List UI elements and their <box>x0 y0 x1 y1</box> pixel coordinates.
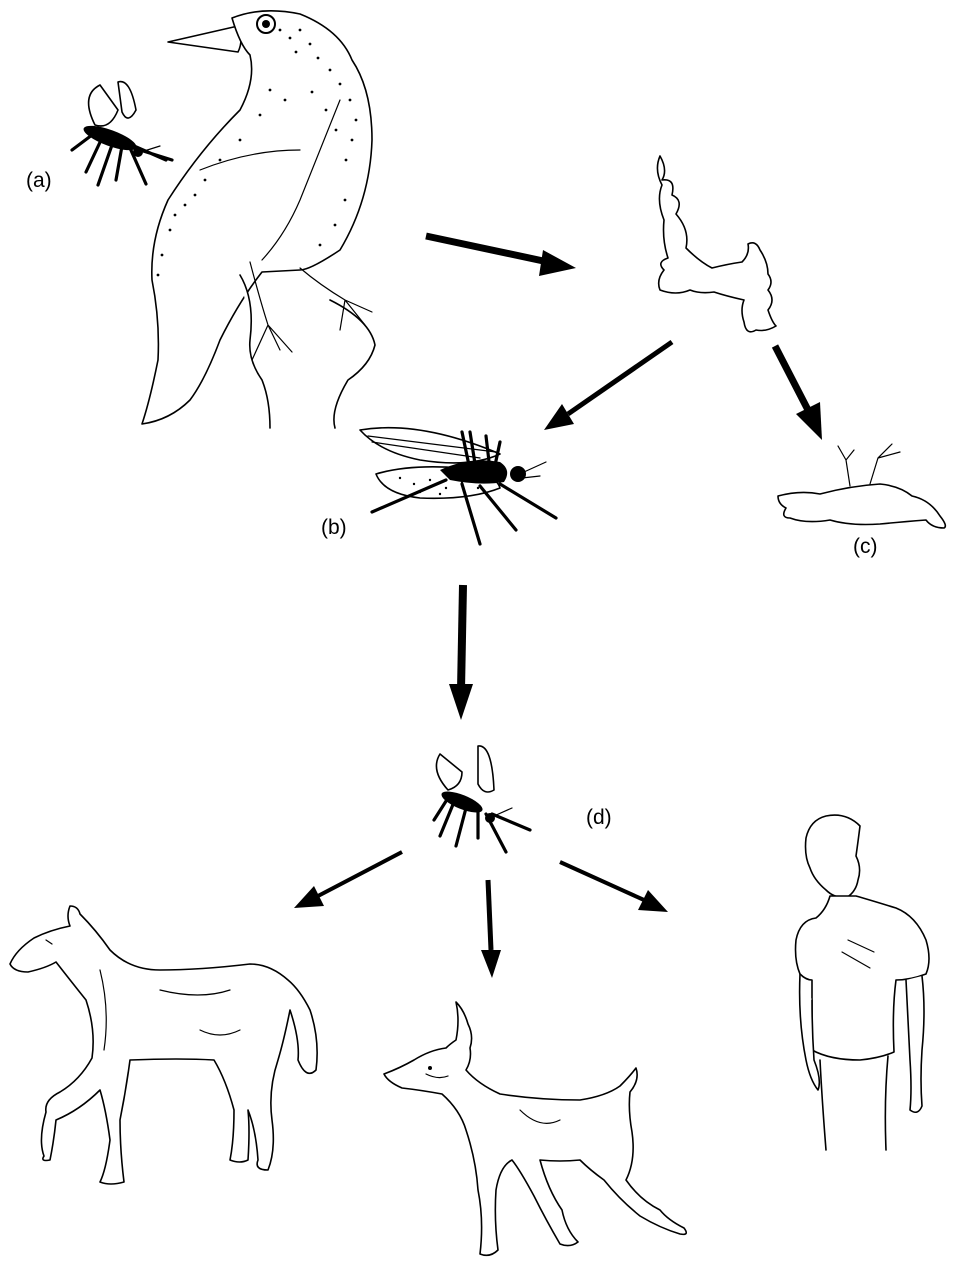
mosquito-a-icon <box>72 82 172 185</box>
horse-icon <box>10 906 317 1184</box>
dog-icon <box>384 1002 686 1255</box>
arrow-mosquito-to-dog <box>481 880 501 978</box>
human-icon <box>796 815 930 1150</box>
arrow-mosquito-to-horse <box>294 852 402 908</box>
dead-bird-icon <box>778 444 945 528</box>
arrow-bird-to-flying-bird <box>426 236 576 276</box>
label-c: (c) <box>853 536 878 557</box>
arrow-mosquito-to-human <box>560 862 668 912</box>
flying-bird-icon <box>657 156 776 332</box>
engorged-mosquito-icon <box>360 428 556 544</box>
arrow-bird-to-mosquito-b <box>544 342 672 430</box>
label-b: (b) <box>321 517 347 538</box>
label-d: (d) <box>586 807 612 828</box>
arrow-mosquito-b-to-d <box>449 585 473 720</box>
mosquito-d-icon <box>434 746 530 852</box>
label-a: (a) <box>26 170 52 191</box>
perched-bird-icon <box>142 11 375 428</box>
arrow-bird-to-dead-bird <box>775 346 822 440</box>
